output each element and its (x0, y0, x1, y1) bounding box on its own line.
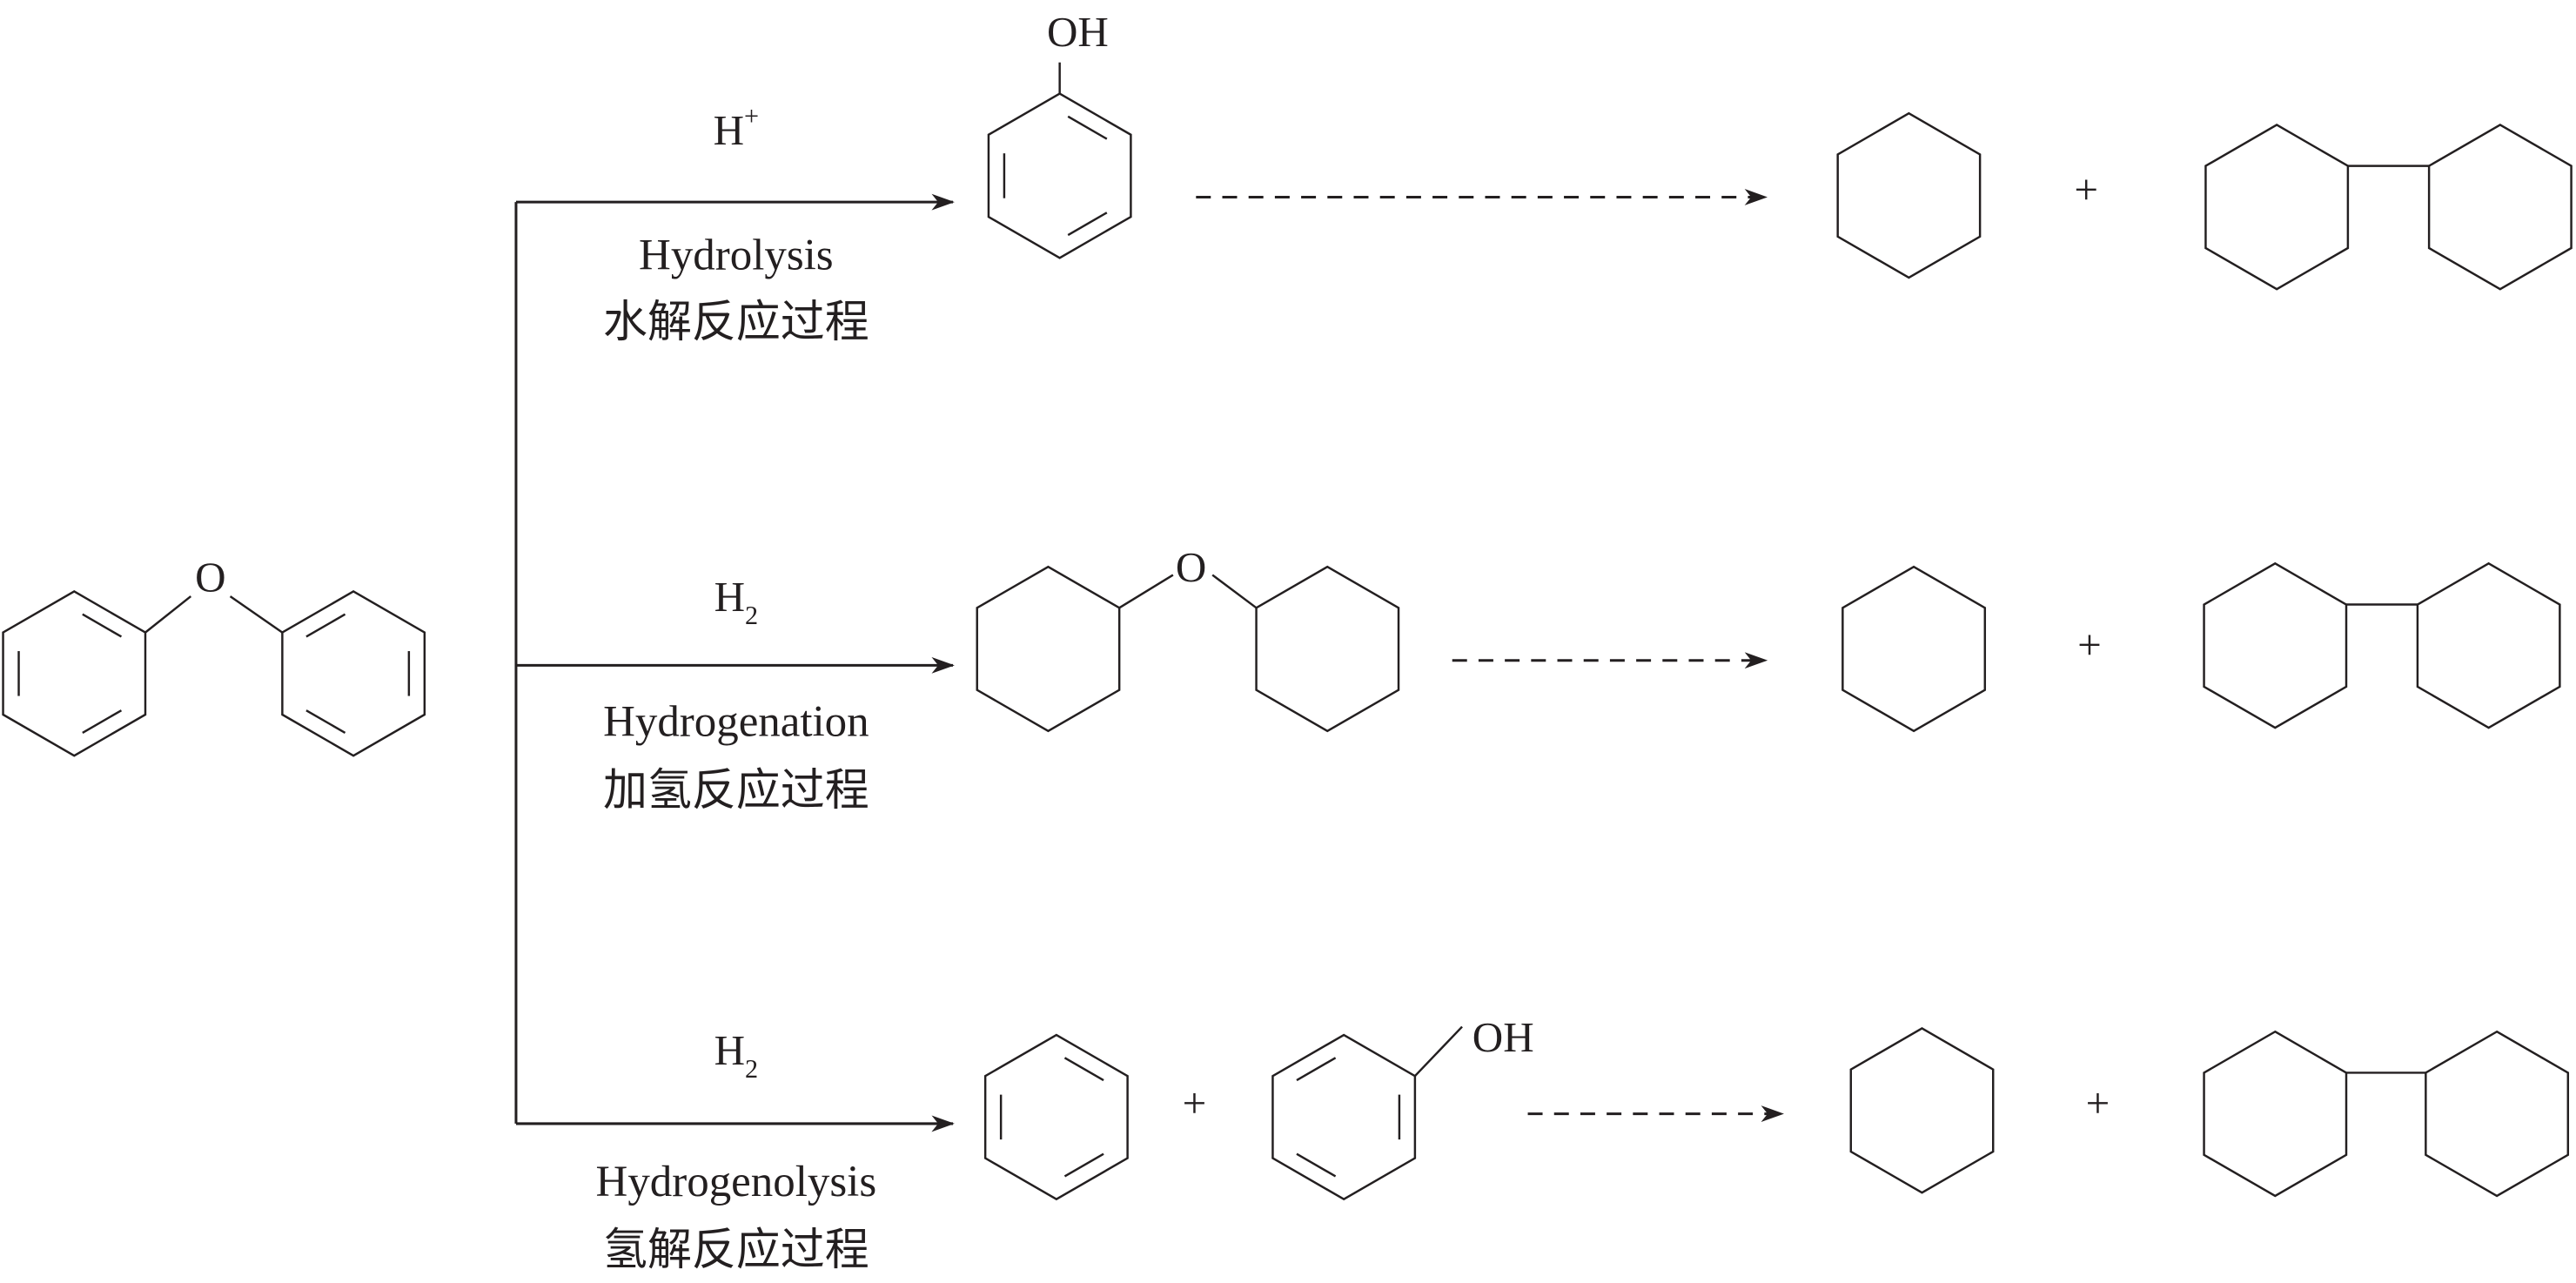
hydrolysis-label: Hydrolysis (639, 232, 834, 280)
plus-sign: + (2086, 1078, 2110, 1126)
benzene-ring (983, 1033, 1129, 1201)
hydrogenation-label: Hydrogenation (603, 698, 869, 747)
hydrogenolysis-label-zh: 氢解反应过程 (603, 1226, 869, 1275)
phenol-ring (1271, 1033, 1417, 1201)
reagent-hplus: H+ (714, 101, 759, 154)
phenol-ring-double-bond (1296, 1057, 1337, 1082)
phenol-oh-label-2: OH (1472, 1013, 1534, 1061)
hydrogenation-label-zh: 加氢反应过程 (603, 767, 869, 816)
reagent-h2-hydrogenolysis: H2 (714, 1026, 759, 1084)
bicyclohexyl-ring-left (2203, 561, 2348, 729)
cyclohexane-ring (1836, 111, 1982, 279)
c-o-bond (1118, 574, 1174, 609)
benzene-ring-double-bond (1063, 1152, 1104, 1178)
cyclohexyl-ether-oxygen-label: O (1176, 543, 1206, 591)
reagent-h2-hydrogenation: H2 (714, 573, 759, 630)
phenol-ring (987, 92, 1132, 259)
benzene-ring-right (281, 590, 426, 757)
benzene-ring-left-double-bond (82, 613, 123, 638)
hydrogenolysis-label: Hydrogenolysis (596, 1158, 877, 1206)
bicyclohexyl-ring-right (2425, 1030, 2570, 1198)
cyclohexyl-ring-right (1255, 565, 1400, 733)
plus-sign: + (2077, 621, 2102, 668)
ether-oxygen-label: O (195, 553, 225, 601)
phenol-ring-double-bond (1296, 1152, 1337, 1178)
bicyclohexyl-ring-left (2204, 124, 2350, 291)
phenol-oh-label: OH (1047, 8, 1109, 56)
plus-sign: + (2074, 165, 2098, 213)
cyclohexane-ring (1841, 565, 1987, 733)
phenol-ring-double-bond (1067, 212, 1108, 237)
plus-sign: + (1183, 1078, 1207, 1126)
bicyclohexyl-ring-right (2427, 124, 2573, 291)
benzene-ring-left-double-bond (82, 709, 123, 734)
bicyclohexyl-ring-right (2416, 561, 2561, 729)
benzene-ring-right-double-bond (305, 709, 346, 734)
benzene-ring-left (2, 590, 147, 757)
phenol-ring-double-bond (1067, 115, 1108, 140)
o-c-bond (1211, 574, 1258, 609)
c-oh-bond (1414, 1025, 1463, 1078)
cyclohexane-ring (1849, 1027, 1995, 1194)
benzene-ring-right-double-bond (305, 613, 346, 638)
o-c-bond (229, 595, 284, 634)
cyclohexyl-ring-left (976, 565, 1121, 733)
c-o-bond (144, 595, 192, 634)
hydrolysis-label-zh: 水解反应过程 (603, 299, 869, 347)
benzene-ring-double-bond (1063, 1057, 1104, 1082)
bicyclohexyl-ring-left (2203, 1030, 2348, 1198)
